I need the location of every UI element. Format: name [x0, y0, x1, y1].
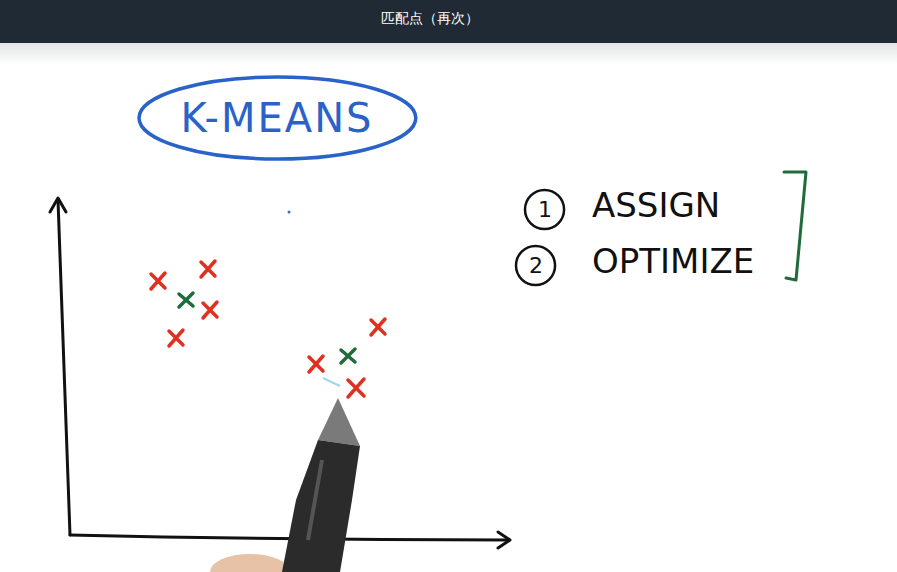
data-points [151, 261, 385, 397]
page-title: 匹配点（再次） [381, 10, 479, 28]
step-label: ASSIGN [592, 187, 720, 224]
step-number: 2 [529, 254, 543, 278]
y-arrow [50, 198, 66, 212]
step-circle: 2 [514, 244, 557, 287]
y-axis [58, 200, 70, 535]
bar-shadow [0, 43, 897, 65]
bracket [784, 172, 806, 280]
pen-trace [323, 378, 340, 386]
pen [210, 398, 360, 572]
title-ellipse: K-MEANS [137, 75, 418, 161]
heading-text: K-MEANS [181, 96, 374, 140]
centroids [179, 293, 355, 363]
x-arrow [498, 532, 510, 548]
step-number: 1 [538, 198, 552, 222]
step-circle: 1 [523, 188, 566, 231]
step-label: OPTIMIZE [592, 243, 754, 280]
dot [288, 211, 291, 214]
